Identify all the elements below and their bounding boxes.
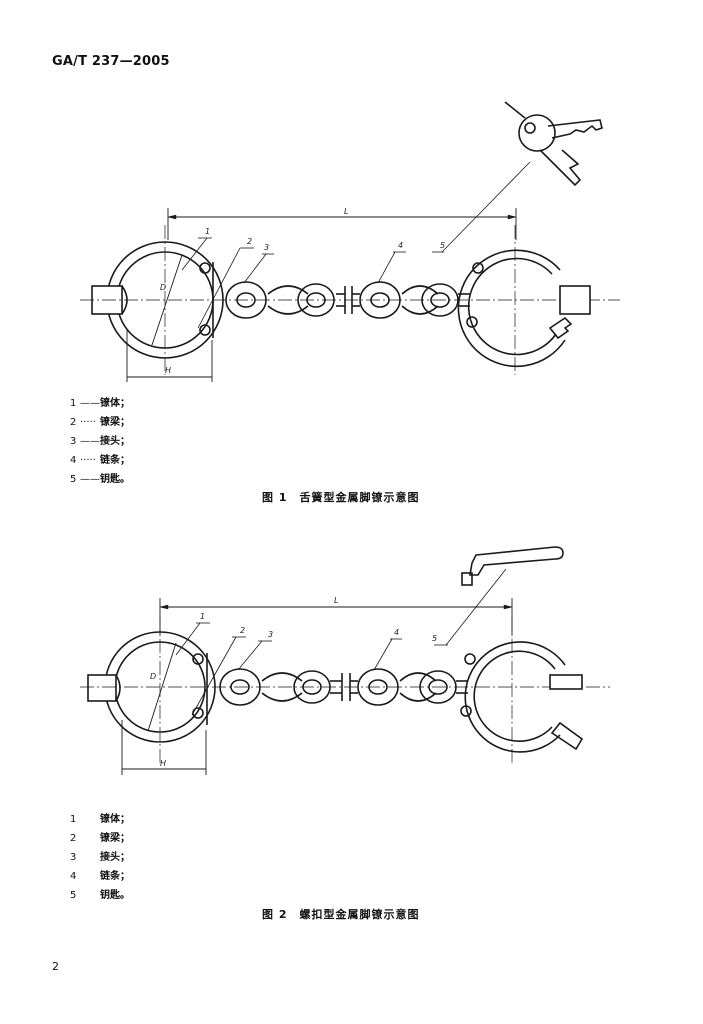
legend-item: 2·····镣梁； [70,417,130,428]
page-number: 2 [52,960,59,973]
callout-5: 5 [432,634,437,643]
callout-3: 3 [264,243,269,252]
figure-1-caption: 图 1 舌簧型金属脚镣示意图 [262,491,420,504]
figure-1-legend: 1——镣体； 2·····镣梁； 3——接头； 4·····链条； 5——钥匙。 [70,394,130,489]
callout-1: 1 [200,612,205,621]
dimension-h-label: H [165,366,171,375]
key-icon [504,101,603,187]
dimension-l-label: L [334,596,338,605]
callout-4: 4 [394,628,399,637]
standard-code: GA/T 237—2005 [52,54,170,69]
wrench-key-icon [461,546,564,586]
callout-3: 3 [268,630,273,639]
legend-item: 4·····链条； [70,455,130,466]
legend-item: 5——钥匙。 [70,474,130,485]
figure-2-diagram: L D H 1 2 3 4 5 [80,546,610,775]
dimension-d-label: D [150,672,156,681]
dimension-d-label: D [160,283,166,292]
legend-item: 3——接头； [70,436,130,447]
callout-2: 2 [247,237,252,246]
dimension-h-label: H [160,759,166,768]
figure-1-diagram: L D H 1 2 3 4 5 [80,101,620,382]
callout-5: 5 [440,241,445,250]
callout-2: 2 [240,626,245,635]
dimension-l-label: L [344,207,348,216]
callout-4: 4 [398,241,403,250]
figure-2-caption: 图 2 螺扣型金属脚镣示意图 [262,908,420,921]
legend-item: 1——镣体； [70,398,130,409]
callout-1: 1 [205,227,210,236]
